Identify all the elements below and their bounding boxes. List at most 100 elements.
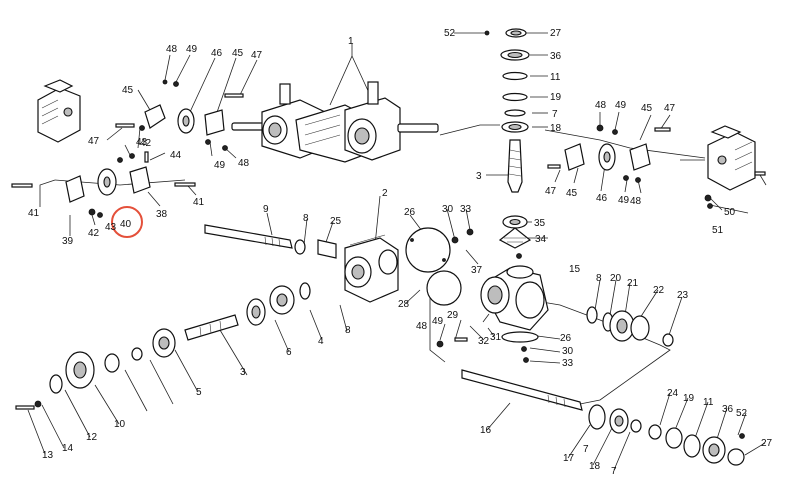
part-label-3: 3 <box>240 367 246 378</box>
left-middle-flange-cluster <box>11 151 196 218</box>
lower-right-assembly <box>461 369 745 466</box>
left-top-flange-cluster <box>115 79 244 151</box>
part-label-32: 32 <box>478 336 490 347</box>
part-label-44: 44 <box>170 150 182 161</box>
part-label-26: 26 <box>560 333 572 344</box>
right-flange-cluster <box>547 124 766 209</box>
part-label-45: 45 <box>232 48 244 59</box>
part-label-48: 48 <box>166 44 178 55</box>
part-label-46: 46 <box>211 48 223 59</box>
part-label-52: 52 <box>736 408 748 419</box>
part-label-37: 37 <box>471 265 483 276</box>
part-label-27: 27 <box>550 28 562 39</box>
part-label-45: 45 <box>566 188 578 199</box>
part-label-18: 18 <box>550 123 562 134</box>
part-label-43: 43 <box>136 137 148 148</box>
part-label-49: 49 <box>432 316 444 327</box>
part-label-45: 45 <box>641 103 653 114</box>
part-label-10: 10 <box>114 419 126 430</box>
part-label-46: 46 <box>596 193 608 204</box>
middle-gearbox-assembly <box>204 224 474 306</box>
small-gearbox-right <box>707 125 756 191</box>
part-label-36: 36 <box>722 404 734 415</box>
part-label-15: 15 <box>569 264 581 275</box>
bevel-housing-right <box>436 215 549 363</box>
part-label-20: 20 <box>610 273 622 284</box>
part-labels: 5252272736361111191977718181484848484849… <box>28 28 773 477</box>
part-label-27: 27 <box>761 438 773 449</box>
part-label-41: 41 <box>28 208 40 219</box>
part-label-22: 22 <box>653 285 665 296</box>
part-label-33: 33 <box>562 358 574 369</box>
part-label-28: 28 <box>398 299 410 310</box>
part-label-7: 7 <box>552 109 558 120</box>
part-label-47: 47 <box>545 186 557 197</box>
part-label-50: 50 <box>724 207 736 218</box>
part-label-11: 11 <box>703 397 714 408</box>
part-label-52: 52 <box>444 28 456 39</box>
part-label-49: 49 <box>186 44 198 55</box>
part-label-16: 16 <box>480 425 492 436</box>
part-label-19: 19 <box>550 92 562 103</box>
part-label-26: 26 <box>404 207 416 218</box>
part-label-21: 21 <box>627 278 639 289</box>
part-label-48: 48 <box>416 321 428 332</box>
part-label-40: 40 <box>120 219 132 230</box>
part-label-19: 19 <box>683 393 695 404</box>
part-label-47: 47 <box>664 103 676 114</box>
part-label-49: 49 <box>618 195 630 206</box>
part-label-8: 8 <box>596 273 602 284</box>
part-label-39: 39 <box>62 236 74 247</box>
part-label-13: 13 <box>42 450 54 461</box>
highlight-ring <box>111 206 143 238</box>
part-label-5: 5 <box>196 387 202 398</box>
part-label-49: 49 <box>615 100 627 111</box>
part-label-30: 30 <box>442 204 454 215</box>
part-label-17: 17 <box>563 453 575 464</box>
part-label-11: 11 <box>550 72 561 83</box>
part-label-9: 9 <box>263 204 269 215</box>
part-label-48: 48 <box>238 158 250 169</box>
part-label-34: 34 <box>535 234 547 245</box>
leader-lines <box>27 32 767 471</box>
part-label-1: 1 <box>348 36 354 47</box>
part-label-18: 18 <box>589 461 601 472</box>
part-label-24: 24 <box>667 388 679 399</box>
part-label-25: 25 <box>330 216 342 227</box>
right-middle-bearings <box>586 306 674 347</box>
part-label-8: 8 <box>303 213 309 224</box>
part-label-4: 4 <box>318 336 324 347</box>
part-label-8: 8 <box>345 325 351 336</box>
part-label-48: 48 <box>630 196 642 207</box>
part-label-7: 7 <box>583 444 589 455</box>
part-label-12: 12 <box>86 432 98 443</box>
part-label-47: 47 <box>88 136 100 147</box>
part-label-33: 33 <box>460 204 472 215</box>
part-label-2: 2 <box>382 188 388 199</box>
part-label-31: 31 <box>490 332 502 343</box>
part-label-38: 38 <box>156 209 168 220</box>
part-label-42: 42 <box>140 138 152 149</box>
part-label-48: 48 <box>595 100 607 111</box>
part-label-14: 14 <box>62 443 74 454</box>
main-t-gearbox <box>231 81 439 163</box>
part-label-3: 3 <box>476 171 482 182</box>
part-label-6: 6 <box>286 347 292 358</box>
part-label-41: 41 <box>193 197 205 208</box>
part-label-36: 36 <box>550 51 562 62</box>
part-label-51: 51 <box>712 225 724 236</box>
part-label-47: 47 <box>251 50 263 61</box>
part-label-30: 30 <box>562 346 574 357</box>
part-label-7: 7 <box>611 466 617 477</box>
part-label-43: 43 <box>105 222 117 233</box>
part-label-35: 35 <box>534 218 546 229</box>
left-lower-assembly <box>15 285 295 410</box>
part-label-42: 42 <box>88 228 100 239</box>
part-label-29: 29 <box>447 310 459 321</box>
vertical-shaft-stack <box>484 28 530 193</box>
part-label-45: 45 <box>122 85 134 96</box>
small-gearbox-left <box>37 79 81 143</box>
part-label-49: 49 <box>214 160 226 171</box>
part-label-23: 23 <box>677 290 689 301</box>
